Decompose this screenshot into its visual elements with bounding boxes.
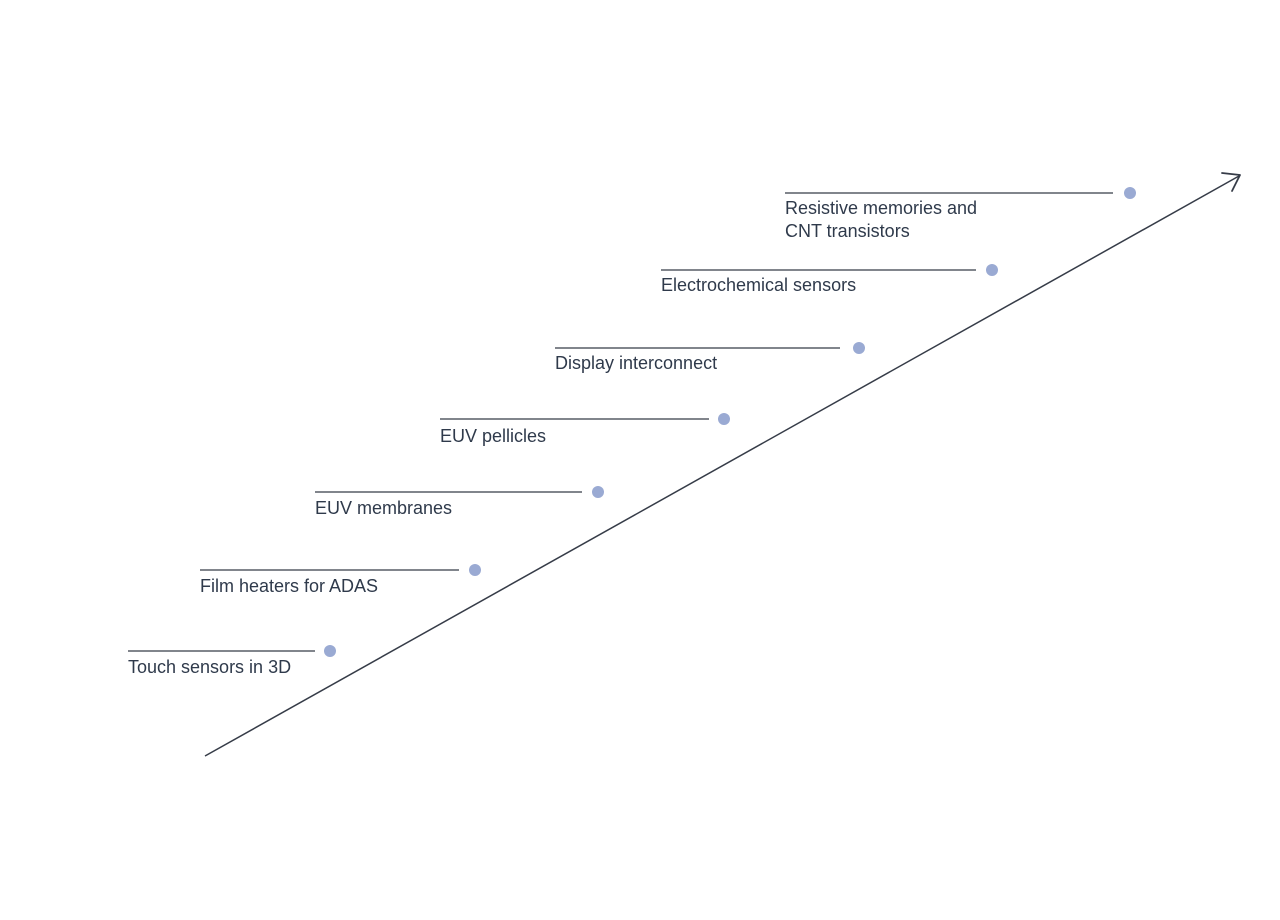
trend-arrow-line bbox=[204, 175, 1240, 757]
milestone-dot bbox=[592, 486, 604, 498]
milestone-label: Electrochemical sensors bbox=[661, 274, 856, 297]
milestone-dot bbox=[718, 413, 730, 425]
milestone-dot bbox=[853, 342, 865, 354]
milestone-dot bbox=[1124, 187, 1136, 199]
milestone-label: Display interconnect bbox=[555, 352, 717, 375]
milestone-label-line: EUV pellicles bbox=[440, 426, 547, 446]
milestone-label-line: Film heaters for ADAS bbox=[200, 576, 379, 596]
milestone-label: EUV pellicles bbox=[440, 425, 546, 448]
milestone-label-line: CNT transistors bbox=[785, 221, 910, 241]
milestone-label-line: Display interconnect bbox=[555, 353, 718, 373]
milestone-dot bbox=[324, 645, 336, 657]
trend-arrow-head bbox=[1221, 172, 1241, 192]
milestone-dot bbox=[469, 564, 481, 576]
milestone-label: Touch sensors in 3D bbox=[128, 656, 291, 679]
milestone-label: EUV membranes bbox=[315, 497, 452, 520]
milestone-marks bbox=[128, 187, 1136, 657]
milestone-label-line: Touch sensors in 3D bbox=[128, 657, 292, 677]
milestone-dot bbox=[986, 264, 998, 276]
milestone-label-line: Resistive memories and bbox=[785, 198, 978, 218]
milestone-label-line: EUV membranes bbox=[315, 498, 453, 518]
milestone-label: Film heaters for ADAS bbox=[200, 575, 378, 598]
milestone-label-line: Electrochemical sensors bbox=[661, 275, 857, 295]
